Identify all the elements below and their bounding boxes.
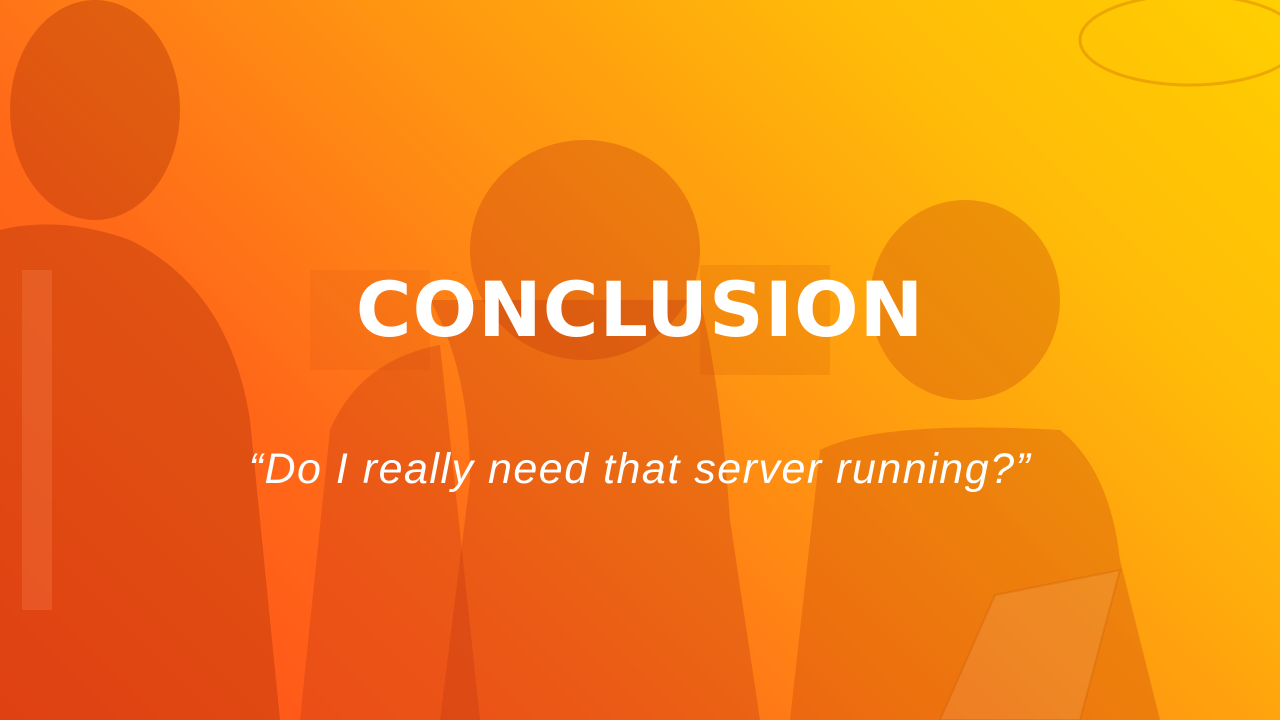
ceiling-lamp — [1078, 0, 1280, 87]
person-left — [0, 0, 280, 720]
background-window — [310, 270, 430, 370]
background-monitor — [700, 265, 830, 375]
slide-title: CONCLUSION — [355, 265, 925, 354]
person-right — [790, 200, 1160, 720]
person-middle — [300, 140, 760, 720]
slide-quote: “Do I really need that server running?” — [248, 445, 1032, 493]
shirt-collar — [22, 270, 52, 610]
laptop — [938, 568, 1122, 720]
